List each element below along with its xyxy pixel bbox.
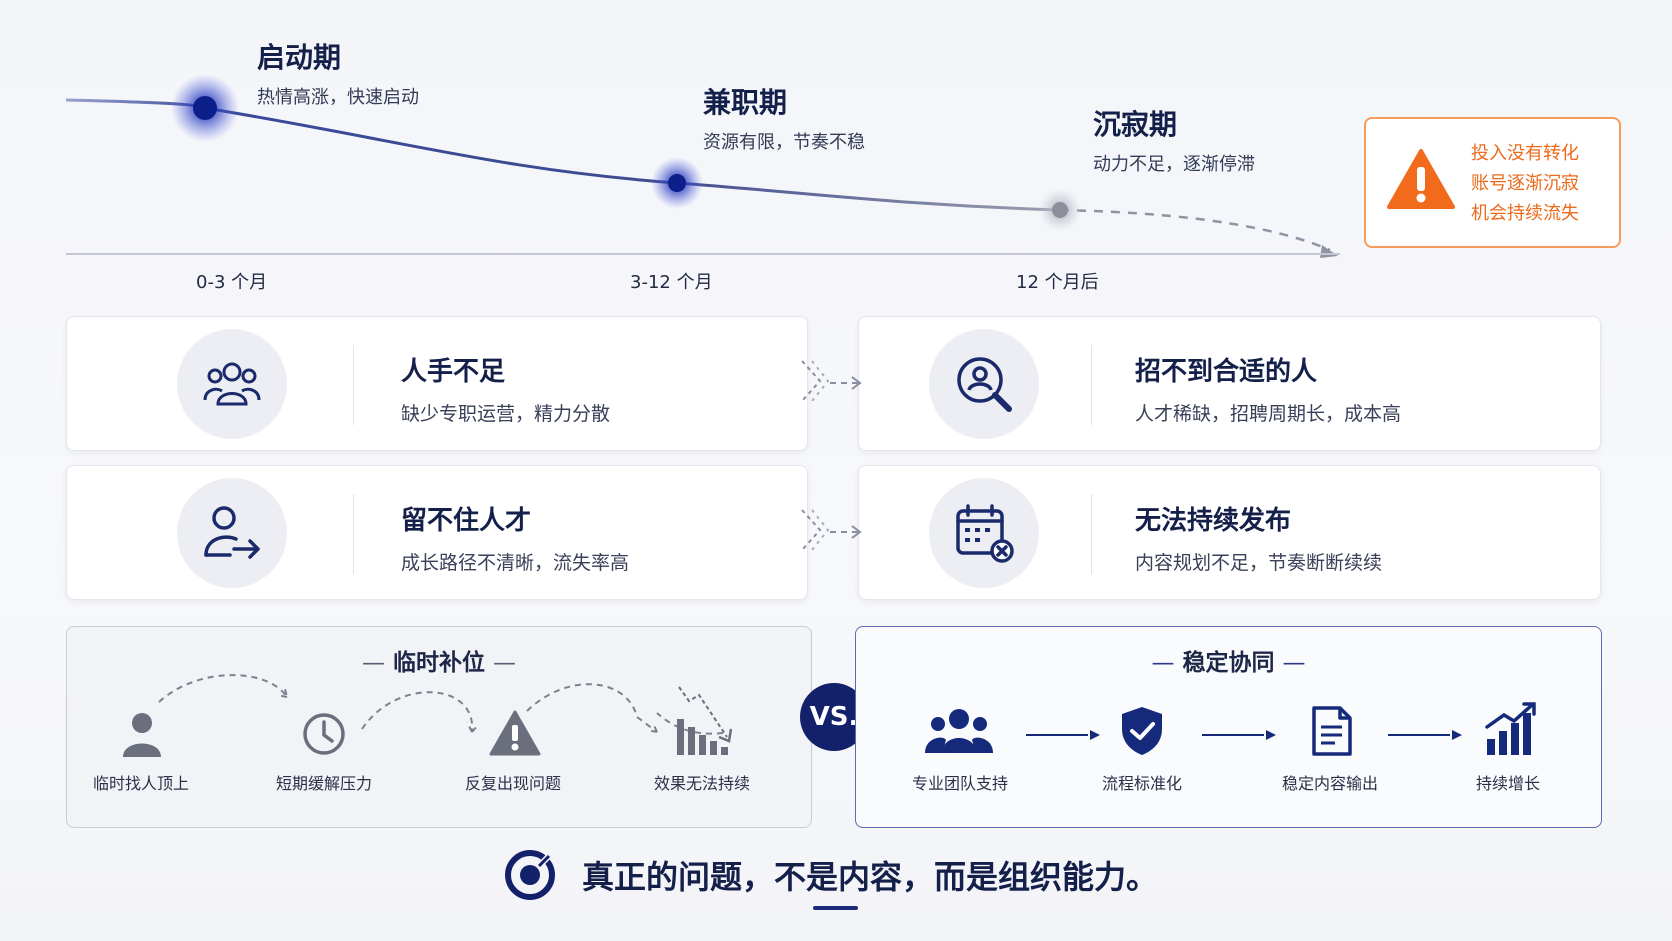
connector-arrow-1 [801,360,862,402]
target-icon [505,850,555,900]
problem-subtitle-2: 人才稀缺，招聘周期长，成本高 [1135,403,1402,425]
user-leave-icon [204,506,260,559]
warning-line-2: 账号逐渐沉寂 [1471,173,1579,194]
problem-card-2: 招不到合适的人 人才稀缺，招聘周期长，成本高 [858,316,1601,451]
stage-dot-1 [193,96,217,120]
warning-box: 投入没有转化 账号逐渐沉寂 机会持续流失 [1364,117,1621,248]
calendar-cancel-icon [956,504,1014,563]
problem-subtitle-1: 缺少专职运营，精力分散 [401,403,611,425]
declining-chart-icon [677,686,733,755]
stage-title-3: 沉寂期 [1093,108,1178,141]
stage-dot-3 [1052,202,1068,218]
growth-chart-icon [1485,702,1536,755]
clock-icon [303,713,345,755]
conclusion-underline [813,906,858,910]
stage-title-1: 启动期 [257,41,342,74]
stable-step-label-4: 持续增长 [1475,774,1540,793]
shield-check-icon [1122,707,1162,755]
problem-subtitle-3: 成长路径不清晰，流失率高 [401,552,630,574]
tick-label-1: 0-3 个月 [196,272,268,293]
problem-title-1: 人手不足 [401,357,506,387]
stable-step-label-2: 流程标准化 [1101,774,1182,793]
stage-subtitle-2: 资源有限，节奏不稳 [703,132,865,153]
stable-collab-flow [1026,730,1462,740]
temp-step-label-3: 反复出现问题 [464,774,561,793]
problem-subtitle-4: 内容规划不足，节奏断断续续 [1135,552,1383,574]
connector-arrow-2 [801,509,862,551]
problem-title-3: 留不住人才 [401,506,532,536]
temp-step-label-4: 效果无法持续 [653,774,750,793]
document-icon [1312,706,1352,756]
temporary-fix-flow [158,674,724,735]
people-group-icon [203,362,261,406]
warning-line-1: 投入没有转化 [1471,143,1579,164]
person-icon [123,713,161,757]
team-icon [925,709,993,753]
tick-label-2: 3-12 个月 [630,272,713,293]
problem-title-4: 无法持续发布 [1135,506,1292,536]
stable-step-label-3: 稳定内容输出 [1281,774,1378,793]
warning-triangle-icon [1387,149,1455,209]
temporary-fix-title: 临时补位 [393,650,485,676]
stage-subtitle-3: 动力不足，逐渐停滞 [1093,154,1255,175]
stage-title-2: 兼职期 [703,86,788,119]
stage-subtitle-1: 热情高涨，快速启动 [257,87,419,108]
stage-dot-2 [668,174,686,192]
conclusion-text: 真正的问题，不是内容，而是组织能力。 [582,858,1159,896]
temp-step-label-1: 临时找人顶上 [92,774,189,793]
warning-line-3: 机会持续流失 [1471,203,1579,224]
temporary-fix-panel: — 临时补位 — 临时找人顶上 短期缓解压力 反复出现问题 效果无法持续 [66,626,812,828]
warning-icon [489,710,541,756]
problem-card-1: 人手不足 缺少专职运营，精力分散 [66,316,808,451]
timeline-dashed-continuation [1059,208,1331,252]
temp-step-label-2: 短期缓解压力 [275,774,372,793]
stable-collab-panel: — 稳定协同 — 专 [855,626,1602,828]
tick-label-3: 12 个月后 [1016,272,1099,293]
problem-title-2: 招不到合适的人 [1135,357,1318,387]
user-search-icon [957,357,1012,412]
stable-collab-title: 稳定协同 [1182,650,1275,676]
timeline-arrowhead [1320,245,1338,258]
problem-card-3: 留不住人才 成长路径不清晰，流失率高 [66,465,808,600]
stable-step-label-1: 专业团队支持 [911,774,1008,793]
problem-card-4: 无法持续发布 内容规划不足，节奏断断续续 [858,465,1601,600]
